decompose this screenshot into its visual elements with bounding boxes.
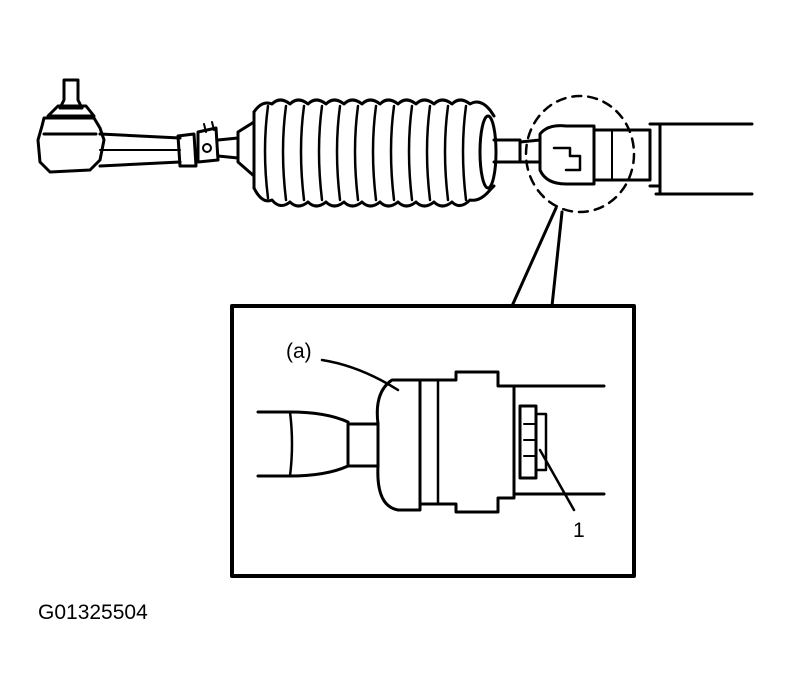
detail-inset: (a) 1 [230, 304, 636, 578]
inset-leader [510, 206, 564, 308]
figure-code: G01325504 [38, 601, 148, 624]
callout-leader-a [320, 358, 400, 392]
detail-callout-label: (a) [286, 340, 312, 363]
part-number-label: 1 [573, 519, 585, 542]
tie-rod-assembly [36, 78, 754, 214]
inner-ball-joint [518, 122, 662, 188]
tie-rod-end [36, 78, 240, 174]
detail-circle [524, 94, 636, 214]
ball-joint-housing [375, 378, 422, 512]
callout-leader-1 [538, 448, 576, 512]
rack-housing [654, 122, 754, 196]
steering-boot [236, 98, 522, 208]
inset-frame [230, 304, 636, 578]
